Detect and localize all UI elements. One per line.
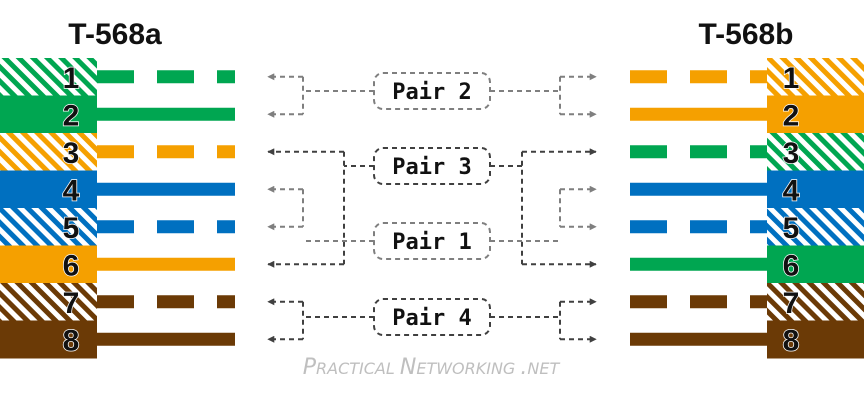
pin-1-number: 1 [783, 62, 800, 95]
pin-5-block [767, 208, 864, 246]
pin-1-block [767, 58, 864, 96]
watermark-part: RACTICAL [316, 359, 400, 378]
watermark-part: N [400, 355, 416, 380]
pin-4-block [767, 170, 864, 209]
pin-5-block [0, 208, 97, 246]
pin-2-number: 2 [783, 99, 800, 132]
pin-8-number: 8 [63, 324, 80, 357]
pin-4-block [0, 170, 97, 209]
pin-4-number: 4 [783, 174, 800, 207]
pin-3-block [767, 133, 864, 171]
t568a-title: T-568a [68, 18, 162, 51]
pair-label-box [373, 72, 491, 110]
pin-5-number: 5 [783, 212, 800, 245]
pair-label: Pair 2 [392, 80, 471, 105]
watermark-part: P [303, 355, 317, 380]
pin-6-block [0, 245, 97, 284]
pair-label: Pair 1 [392, 230, 471, 255]
pin-3-number: 3 [783, 137, 800, 170]
pin-8-number: 8 [783, 324, 800, 357]
pin-1-number: 1 [63, 62, 80, 95]
pin-5-number: 5 [63, 212, 80, 245]
pair-label-box [373, 147, 491, 185]
pin-6-number: 6 [63, 249, 80, 282]
pin-7-number: 7 [783, 287, 800, 320]
pin-8-block [767, 320, 864, 359]
pair-label: Pair 3 [392, 155, 471, 180]
pair-label-box [373, 298, 491, 336]
watermark: PRACTICAL NETWORKING .NET [303, 355, 561, 380]
pin-3-number: 3 [63, 137, 80, 170]
pin-7-number: 7 [63, 287, 80, 320]
pair-label-box [373, 222, 491, 260]
pin-7-block [767, 283, 864, 321]
t568a-pinout: 1 2 3 4 5 6 7 8 [0, 58, 235, 359]
t568b-pinout: 1 2 3 4 5 6 7 8 [630, 58, 864, 359]
pin-2-block [0, 95, 97, 134]
pin-7-block [0, 283, 97, 321]
watermark-part: . [520, 355, 527, 380]
pair-connectors [267, 73, 597, 343]
pin-1-block [0, 58, 97, 96]
pair-label: Pair 4 [392, 306, 471, 331]
pin-4-number: 4 [63, 174, 80, 207]
pin-2-number: 2 [63, 99, 80, 132]
pin-2-block [767, 95, 864, 134]
watermark-part: NET [527, 359, 560, 378]
pin-6-number: 6 [783, 249, 800, 282]
t568b-title: T-568b [698, 18, 793, 51]
watermark-part: ETWORKING [416, 359, 520, 378]
pin-3-block [0, 133, 97, 171]
pin-8-block [0, 320, 97, 359]
pair-labels: Pair 2 Pair 3 Pair 1 Pair 4 [373, 72, 491, 336]
pin-6-block [767, 245, 864, 284]
